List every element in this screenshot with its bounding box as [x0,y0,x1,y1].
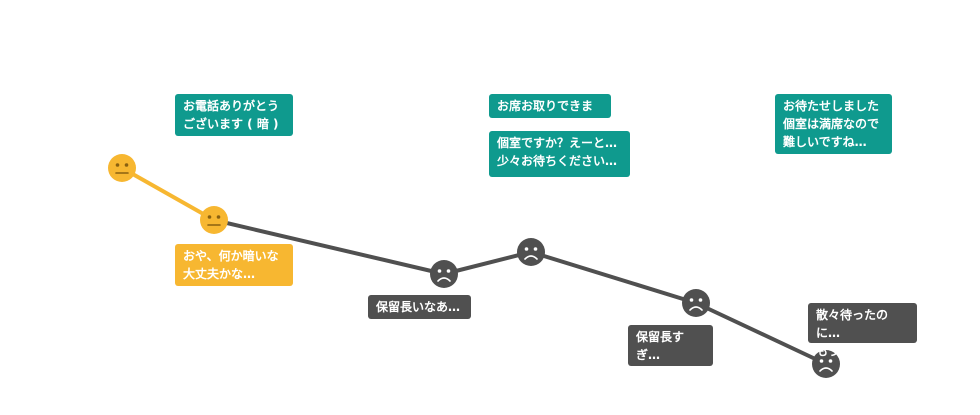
staff-message-call-greeting: お電話ありがとう ございます ( 暗 ) [175,94,293,136]
journey-lines [120,166,828,366]
neutral-face-icon [200,206,228,234]
staff-message-private-room: 個室ですか？えーと… 少々お待ちください… [489,131,630,177]
customer-feeling-dark-voice: おや、何か暗いな 大丈夫かな… [175,244,293,286]
staff-message-reservation: お席お取りできます [489,94,611,131]
customer-feeling-irritated: 保留長すぎ… ( イライラ ) [628,325,713,380]
journey-segment [694,301,828,366]
journey-segment [120,166,216,222]
customer-feeling-disappointed: 散々待ったのに… もう結構です [808,303,917,358]
journey-faces [108,154,840,378]
neutral-face-icon [108,154,136,182]
sad-face-icon [682,289,710,317]
journey-segment [212,218,446,276]
staff-message-unavailable: お待たせしました 個室は満席なので 難しいですね… [775,94,892,154]
journey-segment [442,250,533,276]
sad-face-icon [430,260,458,288]
sad-face-icon [517,238,545,266]
sad-face-icon [812,350,840,378]
journey-segment [529,250,698,305]
customer-feeling-on-hold: 保留長いなあ… [368,295,471,319]
